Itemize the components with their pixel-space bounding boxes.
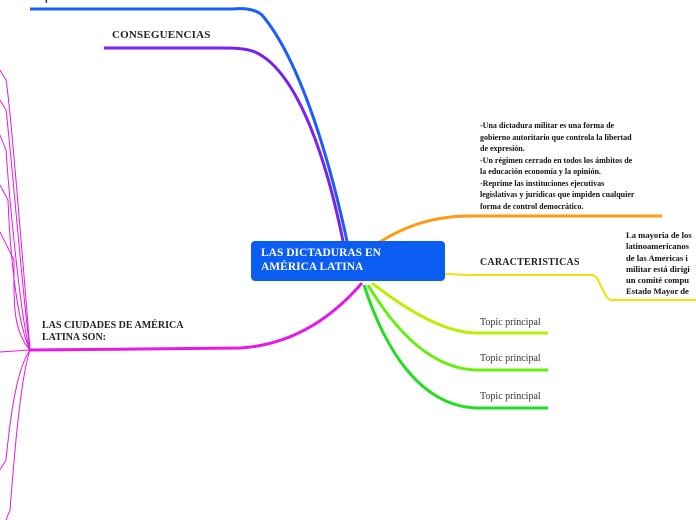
mayoria-line: Estado Mayor de <box>626 286 689 297</box>
definicion-text[interactable]: -Una dictadura militar es una forma de g… <box>480 120 660 212</box>
topic-consecuencias[interactable]: CONSEGUENCIAS <box>112 29 211 41</box>
connector-top-branch <box>30 7 350 247</box>
topic-principal-1[interactable]: Topic principal <box>480 317 541 328</box>
connector-consecuencias <box>104 46 346 247</box>
mayoria-line: militar está dirigi <box>626 263 690 274</box>
topic-opiniones[interactable]: opiniones <box>40 0 81 3</box>
ciudades-subtree <box>0 69 31 520</box>
definicion-line: la educación economía y la opinión. <box>480 167 601 176</box>
topic-principal-3[interactable]: Topic principal <box>480 391 541 402</box>
central-topic[interactable]: LAS DICTADURAS EN AMÉRICA LATINA <box>251 241 445 281</box>
mayoria-line: La mayoria de los <box>626 230 692 240</box>
connector-topic2 <box>366 284 548 372</box>
mayoria-line: latinoamericanos <box>626 241 690 252</box>
connector-definicion <box>371 214 662 249</box>
connector-topic1 <box>371 281 548 335</box>
mayoria-text[interactable]: La mayoria de los latinoamericanos de la… <box>626 230 692 298</box>
mayoria-line: un comité compu <box>626 275 690 286</box>
topic-principal-2[interactable]: Topic principal <box>480 353 541 364</box>
definicion-line: -Un régimen cerrado en todos los ámbitos… <box>480 155 633 165</box>
connector-ciudades <box>29 282 364 352</box>
definicion-line: legislativas y jurídicas que impiden cua… <box>480 190 635 199</box>
definicion-line: de expresión. <box>480 144 525 153</box>
topic-caracteristicas[interactable]: CARACTERISTICAS <box>480 257 580 268</box>
definicion-line: forma de control democrático. <box>480 201 584 211</box>
topic-ciudades[interactable]: LAS CIUDADES DE AMÉRICA LATINA SON: <box>42 320 183 343</box>
mayoria-line: de las Americas i <box>626 252 688 263</box>
definicion-line: gobierno autoritario que controla la lib… <box>480 132 632 142</box>
definicion-line: -Una dictadura militar es una forma de <box>480 121 615 130</box>
connector-topic3 <box>362 284 548 410</box>
definicion-line: -Reprime las instituciones ejecutivas <box>480 178 605 188</box>
